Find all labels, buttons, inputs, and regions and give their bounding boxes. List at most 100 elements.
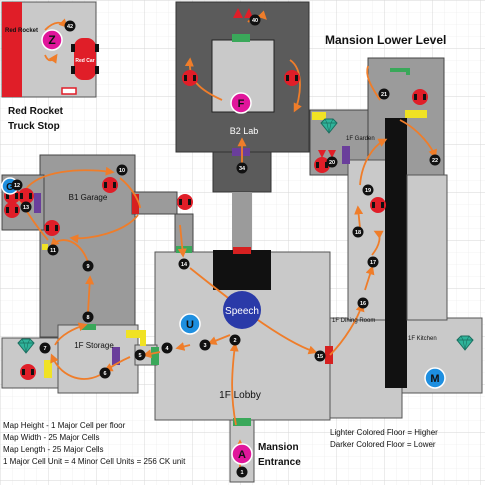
step-marker-circle <box>178 258 190 270</box>
marker-a: A <box>238 449 246 461</box>
speech-icon[interactable]: Speech <box>223 291 261 329</box>
door-icon[interactable] <box>232 34 250 42</box>
note-unit: 1 Major Cell Unit = 4 Minor Cell Units =… <box>3 457 186 466</box>
step-marker-circle <box>64 20 76 32</box>
step-marker-circle <box>47 244 59 256</box>
door-icon[interactable] <box>34 193 41 213</box>
step-marker-12: 12 <box>14 183 20 189</box>
door-icon[interactable] <box>176 246 192 253</box>
red-car-label: Red Car <box>75 58 94 64</box>
enemy-icon <box>44 220 60 236</box>
step-marker-18: 18 <box>355 230 361 236</box>
area-label-red-rocket: Red Rocket Truck Stop <box>8 106 66 132</box>
step-marker-13: 13 <box>23 205 29 211</box>
step-marker-circle <box>82 260 94 272</box>
door-icon[interactable] <box>312 112 326 120</box>
step-marker-8: 8 <box>86 315 89 321</box>
step-marker-16: 16 <box>360 301 366 307</box>
step-markers: 1234567891011121314151617181920212234404… <box>11 14 441 478</box>
step-marker-20: 20 <box>329 160 335 166</box>
speech-label: Speech <box>225 306 259 317</box>
step-marker-circle <box>134 349 146 361</box>
step-marker-42: 42 <box>67 24 73 30</box>
step-marker-21: 21 <box>381 92 387 98</box>
step-marker-circle <box>326 156 338 168</box>
door-icon[interactable] <box>325 346 333 364</box>
step-marker-circle <box>229 334 241 346</box>
step-marker-circle <box>249 14 261 26</box>
enemy-icon <box>412 89 428 105</box>
step-marker-15: 15 <box>317 354 323 360</box>
step-marker-circle <box>362 184 374 196</box>
car-icon: Red Car <box>71 38 99 80</box>
area-label-entrance: Mansion Entrance <box>258 442 301 468</box>
door-icon[interactable] <box>405 110 427 118</box>
step-marker-circle <box>236 162 248 174</box>
step-marker-circle <box>367 256 379 268</box>
area-label-dining: 1F Dining Room <box>332 318 375 324</box>
step-marker-circle <box>82 311 94 323</box>
step-marker-19: 19 <box>365 188 371 194</box>
area-label-storage: 1F Storage <box>74 341 114 350</box>
door-icon[interactable] <box>342 146 350 164</box>
note-width: Map Width - 25 Major Cells <box>3 433 99 442</box>
note-length: Map Length - 25 Major Cells <box>3 445 104 454</box>
step-marker-4: 4 <box>165 346 169 352</box>
step-marker-11: 11 <box>50 248 56 254</box>
door-icon[interactable] <box>80 324 96 330</box>
step-marker-10: 10 <box>119 168 125 174</box>
enemy-icon <box>4 202 20 218</box>
door-icon[interactable] <box>132 194 139 214</box>
step-marker-circle <box>236 466 248 478</box>
marker-g: G <box>6 182 14 193</box>
step-marker-circle <box>161 342 173 354</box>
door-icon[interactable] <box>233 247 251 254</box>
step-marker-3: 3 <box>203 343 206 349</box>
step-marker-circle <box>99 367 111 379</box>
step-marker-circle <box>20 201 32 213</box>
step-marker-22: 22 <box>432 158 438 164</box>
marker-m: M <box>430 373 439 385</box>
step-marker-9: 9 <box>86 264 89 270</box>
area-label-b1-garage: B1 Garage <box>69 193 108 202</box>
note-height: Map Height - 1 Major Cell per floor <box>3 421 126 430</box>
door-icon[interactable] <box>233 418 251 426</box>
map-legend: Lighter Colored Floor = Higher Darker Co… <box>330 428 438 449</box>
legend-darker: Darker Colored Floor = Lower <box>330 440 436 449</box>
step-marker-circle <box>357 297 369 309</box>
legend-lighter: Lighter Colored Floor = Higher <box>330 428 438 437</box>
enemy-icon <box>284 70 300 86</box>
step-marker-circle <box>314 350 326 362</box>
step-marker-circle <box>39 342 51 354</box>
door-icon[interactable] <box>232 148 250 156</box>
enemies <box>4 8 428 380</box>
enemy-icon <box>370 197 386 213</box>
door-icon[interactable] <box>112 347 120 365</box>
red-rocket-sign: Red Rocket <box>5 28 38 34</box>
area-label-b2-lab: B2 Lab <box>230 126 259 136</box>
step-marker-circle <box>11 179 23 191</box>
map-notes: Map Height - 1 Major Cell per floor Map … <box>3 421 186 466</box>
marker-z: Z <box>48 33 55 47</box>
area-label-kitchen: 1F Kitchen <box>408 336 437 342</box>
step-marker-1: 1 <box>240 470 243 476</box>
step-marker-5: 5 <box>138 353 141 359</box>
door-icon[interactable] <box>151 347 159 365</box>
enemy-icon <box>177 194 193 210</box>
red-rocket-building <box>2 2 22 97</box>
step-marker-circle <box>378 88 390 100</box>
enemy-icon <box>20 364 36 380</box>
step-marker-circle <box>352 226 364 238</box>
enemy-icon <box>182 70 198 86</box>
step-marker-circle <box>199 339 211 351</box>
step-marker-17: 17 <box>370 260 376 266</box>
area-label-garden: 1F Garden <box>346 136 375 142</box>
step-marker-circle <box>116 164 128 176</box>
step-marker-circle <box>429 154 441 166</box>
step-marker-6: 6 <box>103 371 106 377</box>
step-marker-40: 40 <box>252 18 258 24</box>
marker-u: U <box>186 319 194 331</box>
map-title: Mansion Lower Level <box>325 33 446 47</box>
